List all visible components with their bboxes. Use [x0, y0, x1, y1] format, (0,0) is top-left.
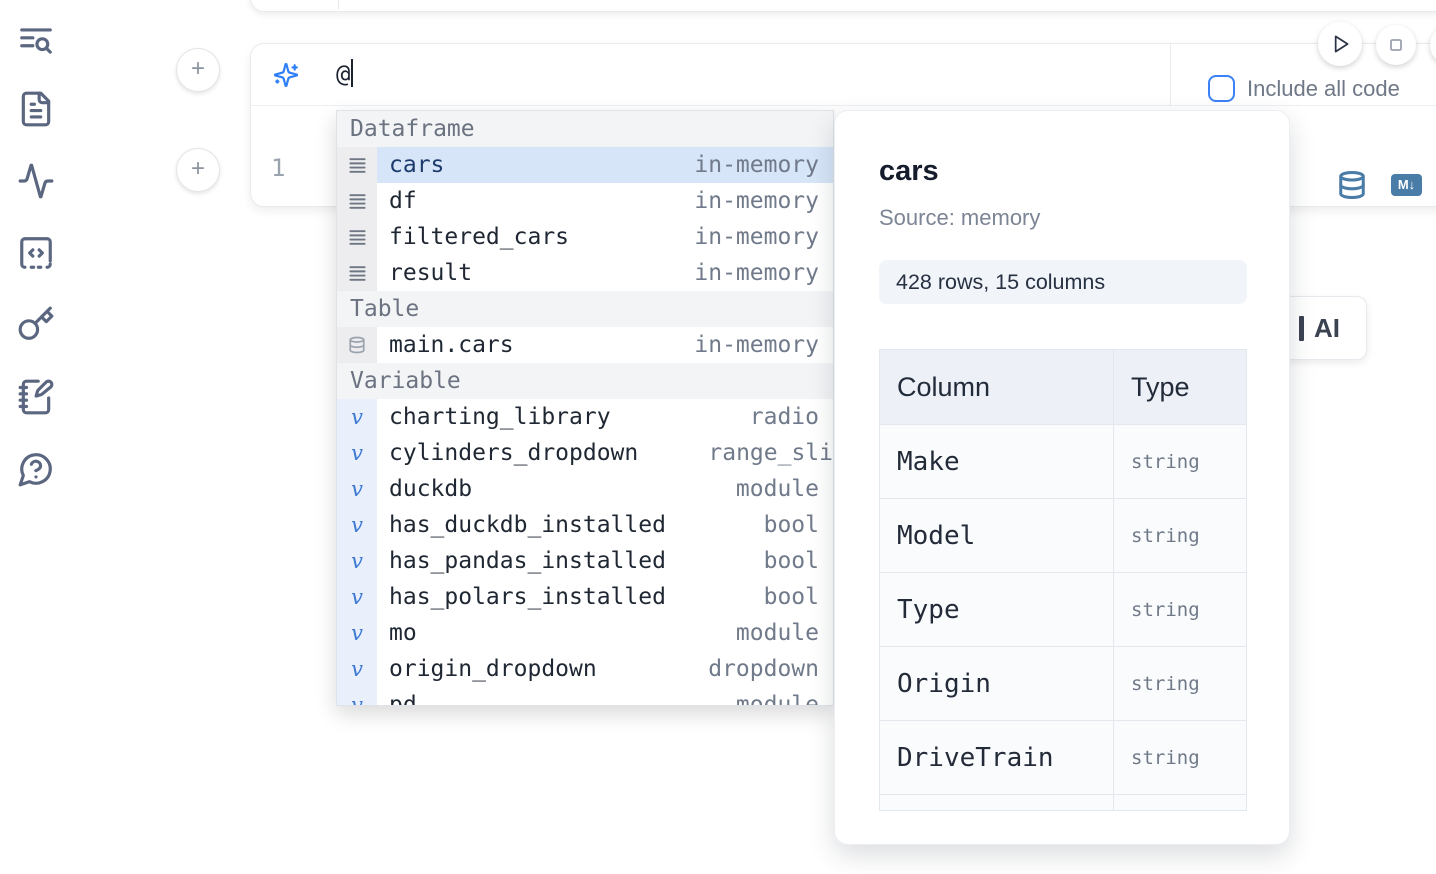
- include-all-code-label: Include all code: [1247, 75, 1400, 101]
- variable-icon: v: [351, 693, 363, 706]
- variable-icon: v: [351, 585, 363, 609]
- key-icon[interactable]: [17, 305, 55, 343]
- database-icon[interactable]: [1337, 169, 1367, 201]
- section-header-dataframe: Dataframe: [337, 111, 833, 147]
- markdown-icon[interactable]: M↓: [1391, 174, 1422, 196]
- preview-title: cars: [879, 155, 939, 187]
- line-number: 1: [271, 154, 286, 182]
- code-square-icon[interactable]: [17, 234, 55, 272]
- help-circle-icon[interactable]: [17, 450, 55, 488]
- variable-icon: v: [351, 405, 363, 429]
- prompt-value: @: [336, 60, 351, 88]
- include-all-code-checkbox[interactable]: [1208, 75, 1235, 102]
- column-header: Column: [897, 371, 991, 402]
- preview-summary-badge: 428 rows, 15 columns: [879, 260, 1247, 304]
- dataframe-rows-icon: [348, 156, 367, 175]
- add-cell-above-button[interactable]: +: [176, 48, 220, 92]
- section-header-table: Table: [337, 291, 833, 327]
- text-cursor: [351, 59, 354, 87]
- variable-icon: v: [351, 513, 363, 537]
- section-header-variable: Variable: [337, 363, 833, 399]
- preview-source: Source: memory: [879, 205, 1041, 230]
- variable-icon: v: [351, 621, 363, 645]
- schema-row: Model string: [880, 498, 1246, 572]
- stop-icon: [1390, 39, 1402, 51]
- sparkles-icon: [273, 62, 299, 88]
- file-text-icon[interactable]: [17, 90, 55, 128]
- list-search-icon[interactable]: [17, 22, 55, 60]
- type-header: Type: [1113, 350, 1246, 424]
- dataframe-preview-panel: cars Source: memory 428 rows, 15 columns…: [834, 110, 1290, 845]
- left-sidebar: [0, 0, 72, 874]
- dataframe-rows-icon: [348, 192, 367, 211]
- add-cell-below-button[interactable]: +: [176, 148, 220, 192]
- schema-row-clipped: [880, 794, 1246, 810]
- schema-row: Type string: [880, 572, 1246, 646]
- occluded-letter-fragment: [1299, 316, 1304, 341]
- dataframe-rows-icon: [348, 228, 367, 247]
- more-actions-button[interactable]: [1430, 25, 1436, 65]
- dataframe-rows-icon: [348, 264, 367, 283]
- activity-icon[interactable]: [17, 162, 55, 200]
- variable-icon: v: [351, 477, 363, 501]
- table-database-icon: [348, 336, 366, 354]
- run-cell-button[interactable]: [1318, 22, 1362, 66]
- schema-row: Make string: [880, 424, 1246, 498]
- variable-icon: v: [351, 549, 363, 573]
- schema-table: Column Type Make string Model string Typ…: [879, 349, 1247, 811]
- schema-table-header: Column Type: [880, 350, 1246, 424]
- ai-prompt-row[interactable]: @ Include all code: [251, 44, 1436, 106]
- gutter-divider: [338, 0, 339, 9]
- variable-icon: v: [351, 441, 363, 465]
- previous-cell-edge: [250, 0, 1436, 12]
- notebook-pen-icon[interactable]: [17, 378, 55, 416]
- schema-row: Origin string: [880, 646, 1246, 720]
- ai-button-label: AI: [1314, 312, 1340, 343]
- schema-row: DriveTrain string: [880, 720, 1246, 794]
- variable-icon: v: [351, 657, 363, 681]
- prompt-divider: [1170, 44, 1171, 106]
- stop-cell-button[interactable]: [1376, 25, 1416, 65]
- ai-prompt-input[interactable]: @: [336, 59, 354, 88]
- play-icon: [1334, 35, 1349, 53]
